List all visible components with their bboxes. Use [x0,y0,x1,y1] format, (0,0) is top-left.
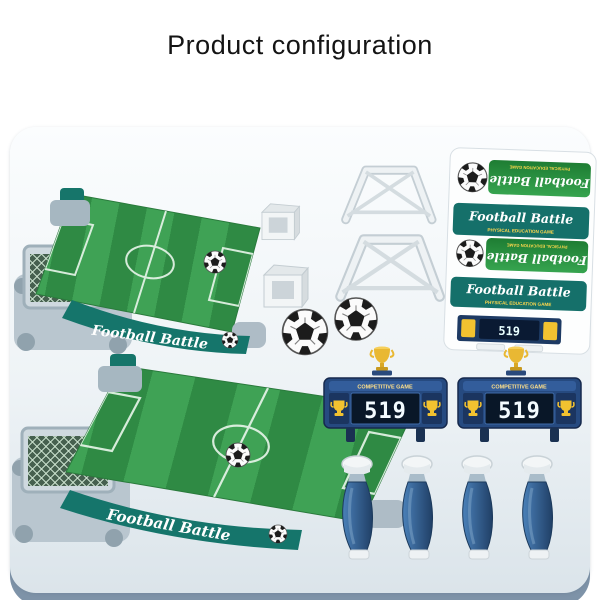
scoreboard: COMPETITIVE GAME 519 [452,342,587,447]
soccer-ball-icon [268,524,288,544]
svg-text:PHYSICAL EDUCATION GAME: PHYSICAL EDUCATION GAME [507,243,568,250]
sticker-sheet: Football Battle PHYSICAL EDUCATION GAME … [442,146,597,355]
stand-bracket [328,229,448,305]
svg-text:Football Battle: Football Battle [489,173,591,191]
scoreboard-score: 519 [498,399,541,424]
board-foot [366,500,406,528]
svg-text:Football Battle: Football Battle [468,208,574,227]
scoreboard: COMPETITIVE GAME 519 [318,342,453,447]
stand-bracket [336,161,438,227]
soccer-ball-icon [332,295,380,343]
trophy-icon [369,346,395,376]
white-cube-part [256,257,312,311]
svg-text:PHYSICAL EDUCATION GAME: PHYSICAL EDUCATION GAME [485,300,552,307]
soccer-ball-icon [203,250,227,274]
sticker-banner: Football Battle PHYSICAL EDUCATION GAME [452,202,590,240]
soccer-ball-icon [225,442,251,468]
handle-grip [461,455,494,560]
sticker-logo-flipped: Football Battle PHYSICAL EDUCATION GAME [488,160,591,198]
handle-grip [341,455,374,560]
sticker-mini-scoreboard: 519 [456,314,562,345]
scoreboard-header: COMPETITIVE GAME [357,385,413,391]
svg-text:Football Battle: Football Battle [486,250,588,268]
scoreboard-score: 519 [364,399,407,424]
scoreboard-header: COMPETITIVE GAME [491,385,547,391]
product-card: Football Battle [10,127,597,593]
svg-text:PHYSICAL EDUCATION GAME: PHYSICAL EDUCATION GAME [487,227,554,234]
svg-text:Football Battle: Football Battle [465,281,571,300]
sticker-banner: Football Battle PHYSICAL EDUCATION GAME [450,276,587,312]
sticker-logo-flipped: Football Battle PHYSICAL EDUCATION GAME [485,237,589,274]
handle-grip [401,455,434,560]
scoreboard-screen [484,392,555,425]
ball-launcher [50,188,90,226]
soccer-ball-icon [221,331,239,349]
game-board-small: Football Battle [10,182,275,362]
handle-grip [521,455,554,560]
svg-text:519: 519 [498,324,520,339]
ball-launcher [98,354,142,392]
white-cube-part [255,197,303,243]
page-title: Product configuration [167,30,433,60]
trophy-icon [503,346,529,376]
scoreboard-screen [350,392,421,425]
svg-text:PHYSICAL EDUCATION GAME: PHYSICAL EDUCATION GAME [509,165,570,172]
